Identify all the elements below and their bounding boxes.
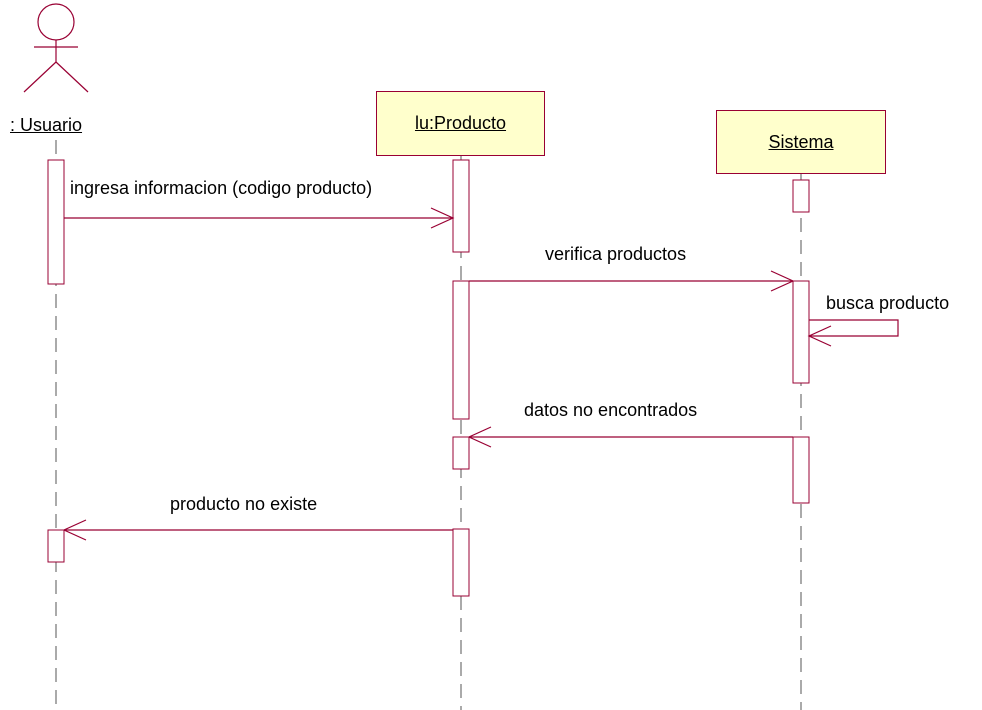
activation-bar — [47, 159, 65, 285]
activation-bar — [47, 529, 65, 563]
object-label: Sistema — [768, 131, 834, 152]
activation-bar — [792, 436, 810, 504]
actor-label: : Usuario — [10, 115, 83, 135]
activation-bar — [452, 528, 470, 597]
message-label: producto no existe — [170, 494, 318, 514]
message-label: busca producto — [826, 293, 950, 313]
activation-bar — [792, 179, 810, 213]
message-label: verifica productos — [545, 244, 687, 264]
arrowhead-icon — [807, 325, 832, 347]
self-message-arrow — [809, 319, 899, 337]
object-box-producto: lu:Producto — [376, 91, 545, 156]
activation-bar — [792, 280, 810, 384]
arrowhead-icon — [62, 519, 87, 541]
activation-bar — [452, 436, 470, 470]
arrowhead-icon — [467, 426, 492, 448]
arrowhead-icon — [770, 270, 795, 292]
message-label: ingresa informacion (codigo producto) — [70, 178, 373, 198]
activation-bar — [452, 159, 470, 253]
message-label: datos no encontrados — [524, 400, 698, 420]
object-box-sistema: Sistema — [716, 110, 886, 174]
object-label: lu:Producto — [414, 113, 507, 133]
arrowhead-icon — [430, 207, 455, 229]
stick-figure-icon — [23, 3, 89, 93]
activation-bar — [452, 280, 470, 420]
